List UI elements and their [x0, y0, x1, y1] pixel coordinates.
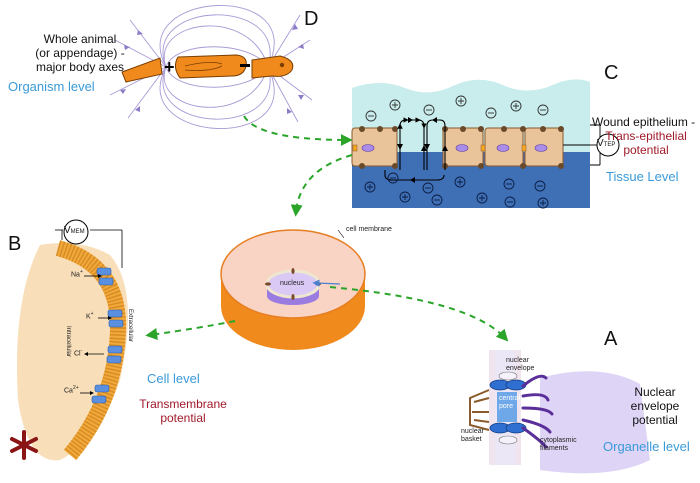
nep-line-3: potential [632, 412, 678, 427]
ion-cl: Cl- [74, 348, 83, 358]
transmembrane-potential-label: Transmembrane potential [134, 397, 232, 426]
tissue-level-label: Tissue Level [606, 169, 679, 184]
cell-membrane-label: cell membrane [346, 226, 392, 233]
tissue-potential-line-2: potential [623, 142, 669, 157]
field-arrowheads [120, 24, 304, 114]
cell-membrane-panel [16, 229, 128, 461]
tep-meter [596, 133, 620, 157]
organelle-level-label: Organelle level [603, 439, 690, 454]
organism-body: + [121, 54, 294, 83]
nep-line-2: envelope [630, 398, 680, 413]
asterisk-mark [10, 430, 38, 460]
organism-line-1: Whole animal [43, 32, 117, 46]
tissue-potential-line-1: Trans-epithelial [605, 129, 687, 143]
nuclear-pore-panel [469, 350, 650, 474]
cell-disc [220, 229, 366, 350]
cell-level-label: Cell level [147, 371, 200, 386]
organism-description: Whole animal (or appendage) - major body… [30, 32, 130, 74]
mem-meter [63, 219, 89, 245]
organism-level-label: Organism level [8, 79, 95, 94]
tissue-block [351, 79, 601, 209]
transmembrane-line-1: Transmembrane [139, 397, 227, 411]
tissue-potential-label: Trans-epithelial potential [600, 129, 692, 158]
panel-c-letter: C [604, 62, 619, 84]
panel-a-letter: A [604, 328, 618, 350]
panel-b-letter: B [8, 233, 22, 255]
tep-meter-label: VTEP [597, 138, 616, 149]
connector-arrows [145, 115, 509, 342]
ion-k: K+ [86, 311, 94, 321]
minus-sign [240, 64, 250, 67]
extracellular-label: Extracellular [127, 309, 133, 343]
organism-line-3: major body axes [35, 59, 125, 74]
panel-d-letter: D [304, 8, 319, 30]
mem-meter-label: VMEM [64, 225, 85, 236]
nep-line-1: Nuclear [634, 385, 676, 399]
intracellular-label: Intracellular [65, 326, 71, 358]
nucleus-label: nucleus [280, 280, 305, 287]
plus-sign: + [164, 57, 175, 77]
tissue-description: Wound epithelium - [592, 115, 696, 129]
organism-line-2: (or appendage) - [35, 45, 125, 60]
ion-ca: Ca2+ [64, 385, 79, 395]
nuclear-envelope-potential-label: Nuclear envelope potential [626, 385, 684, 427]
transmembrane-line-2: potential [160, 410, 206, 425]
ion-na: Na+ [71, 269, 83, 279]
